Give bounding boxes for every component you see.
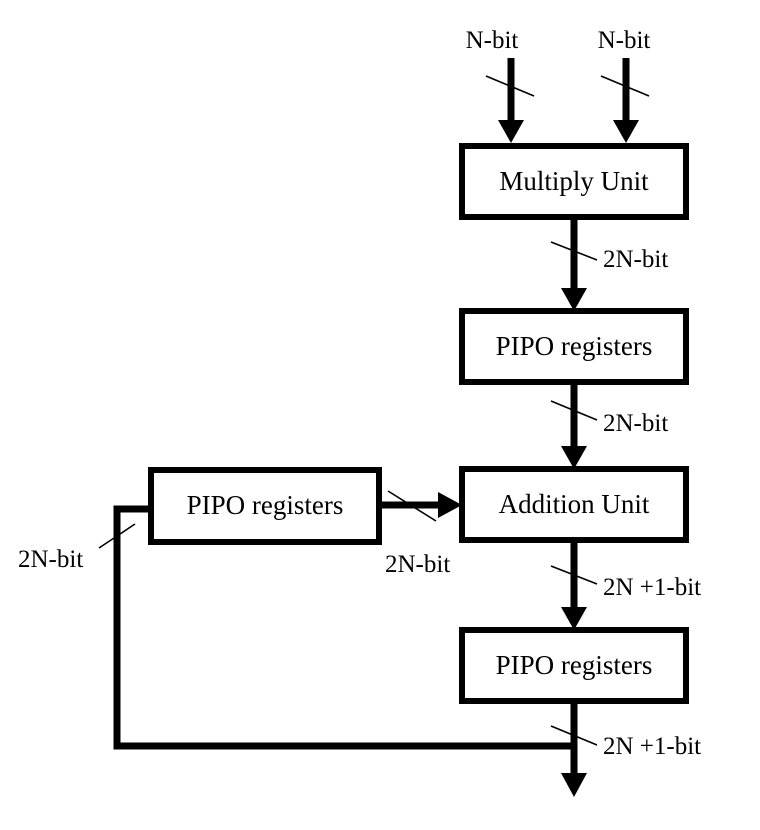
- mult-out-bus-tick: [550, 241, 598, 261]
- final-out-bus-tick: [550, 725, 598, 746]
- addition-unit-block: Addition Unit: [459, 466, 689, 543]
- pipo-registers-feedback-block: PIPO registers: [148, 467, 382, 545]
- addition-unit-label: Addition Unit: [499, 489, 650, 519]
- add-out-bus-tick: [550, 565, 598, 585]
- input-b-label: N-bit: [598, 27, 651, 54]
- multiply-unit-box: [459, 143, 689, 220]
- multiply-unit-block: Multiply Unit: [459, 143, 689, 220]
- feedback-to-add-label: 2N-bit: [385, 551, 450, 578]
- input-a-arrowhead: [498, 120, 524, 143]
- pipo-registers-feedback-label: PIPO registers: [187, 490, 344, 520]
- feedback-to-add-arrowhead: [438, 492, 462, 518]
- mult-to-pipo1-arrowhead: [561, 288, 587, 311]
- input-b-arrowhead: [613, 120, 639, 143]
- pipo-registers-1-label: PIPO registers: [496, 331, 653, 361]
- feedback-left-label: 2N-bit: [18, 546, 83, 573]
- input-a-label: N-bit: [466, 27, 519, 54]
- input-a-bus-tick: [485, 75, 535, 97]
- final-output-arrowhead: [561, 773, 587, 797]
- feedback-left-bus-tick: [98, 523, 136, 549]
- add-out-label: 2N +1-bit: [603, 574, 701, 601]
- pipo1-out-bus-tick: [550, 400, 598, 421]
- add-to-pipo2-arrowhead: [561, 607, 587, 630]
- pipo-registers-1-box: [459, 308, 689, 385]
- mult-out-label: 2N-bit: [603, 246, 668, 273]
- pipo-registers-1-block: PIPO registers: [459, 308, 689, 385]
- final-out-label: 2N +1-bit: [603, 733, 701, 760]
- input-b-bus-tick: [600, 75, 650, 97]
- pipo-registers-2-block: PIPO registers: [459, 627, 689, 704]
- pipo1-to-add-arrowhead: [561, 446, 587, 469]
- pipo-registers-2-label: PIPO registers: [496, 650, 653, 680]
- multiply-unit-label: Multiply Unit: [499, 166, 649, 196]
- feedback-to-add-bus-tick: [387, 490, 437, 522]
- addition-unit-box: [459, 466, 689, 543]
- pipo1-out-label: 2N-bit: [603, 410, 668, 437]
- feedback-loop-wire: [113, 505, 574, 750]
